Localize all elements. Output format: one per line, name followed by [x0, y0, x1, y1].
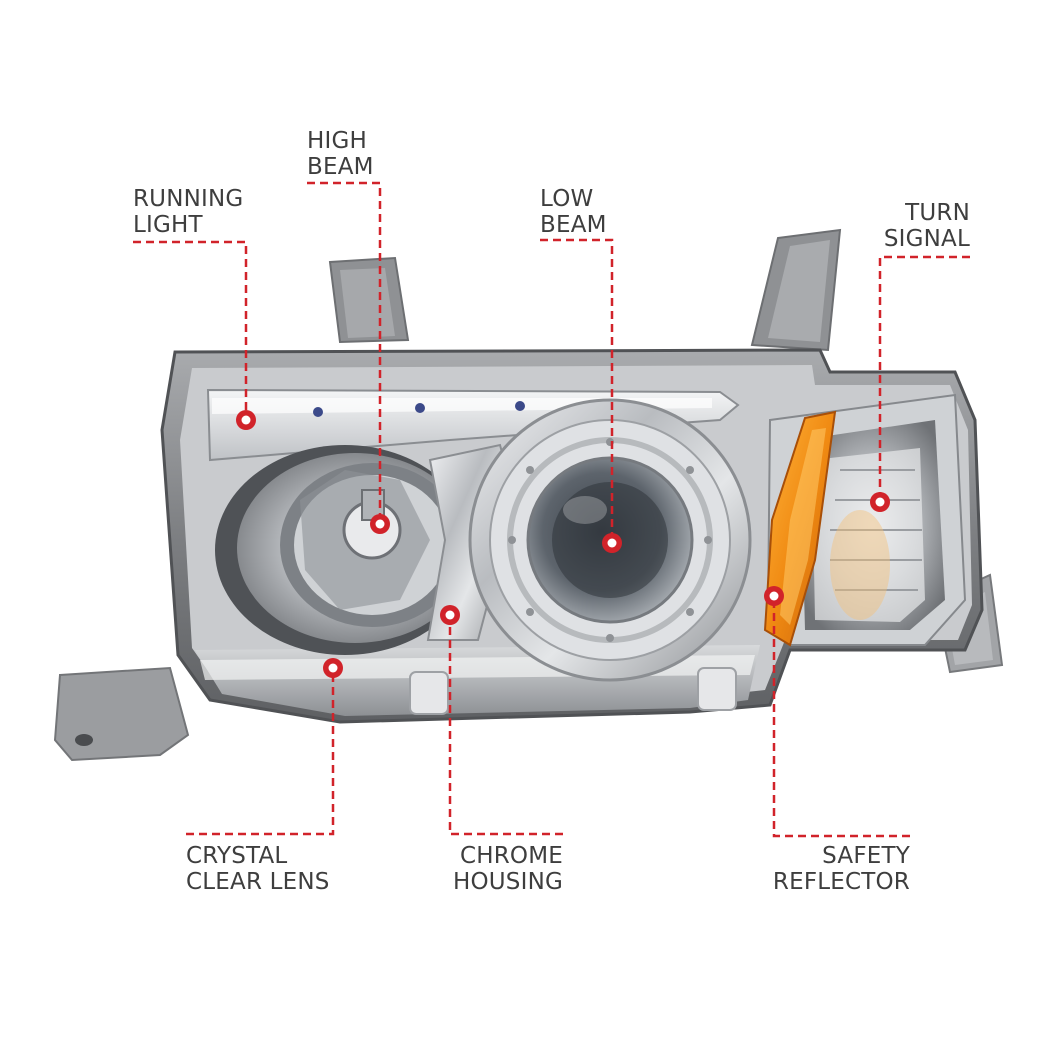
- safety-reflector-label: SAFETY REFLECTOR: [773, 843, 910, 895]
- crystal-clear-lens-label: CRYSTAL CLEAR LENS: [186, 843, 330, 895]
- high-beam-reflector: [215, 445, 475, 655]
- crystal-clear-lens-marker: [323, 658, 343, 678]
- running-light-label-line1: RUNNING: [133, 186, 244, 212]
- turn-signal-marker: [870, 492, 890, 512]
- turn-signal-assembly: [763, 393, 967, 647]
- safety-reflector-marker: [764, 586, 784, 606]
- running-light-label-line2: LIGHT: [133, 212, 203, 238]
- turn-signal-label-line1: TURN: [905, 200, 970, 226]
- running-light-label: RUNNING LIGHT: [133, 186, 243, 238]
- chrome-housing-label: CHROME HOUSING: [453, 843, 563, 895]
- low-beam-label-line1: LOW: [540, 186, 594, 212]
- high-beam-marker: [370, 514, 390, 534]
- chrome-housing-marker: [440, 605, 460, 625]
- high-beam-label: HIGH BEAM: [307, 128, 374, 180]
- chrome-housing-label-line2: HOUSING: [452, 869, 563, 895]
- safety-reflector-label-line1: SAFETY: [822, 843, 910, 869]
- low-beam-marker: [602, 533, 622, 553]
- crystal-clear-lens-label-line1: CRYSTAL: [186, 843, 288, 869]
- safety-reflector-label-line2: REFLECTOR: [772, 869, 910, 895]
- turn-signal-label: TURN SIGNAL: [884, 200, 970, 252]
- running-light-marker: [236, 410, 256, 430]
- crystal-clear-lens-label-line2: CLEAR LENS: [186, 869, 330, 895]
- low-beam-label-line2: BEAM: [540, 212, 607, 238]
- chrome-housing-label-line1: CHROME: [459, 843, 563, 869]
- callout-markers: [236, 410, 890, 678]
- high-beam-label-line2: BEAM: [307, 154, 374, 180]
- turn-signal-label-line2: SIGNAL: [883, 226, 970, 252]
- low-beam-label: LOW BEAM: [540, 186, 607, 238]
- high-beam-label-line1: HIGH: [307, 128, 367, 154]
- callout-lines: [133, 181, 970, 838]
